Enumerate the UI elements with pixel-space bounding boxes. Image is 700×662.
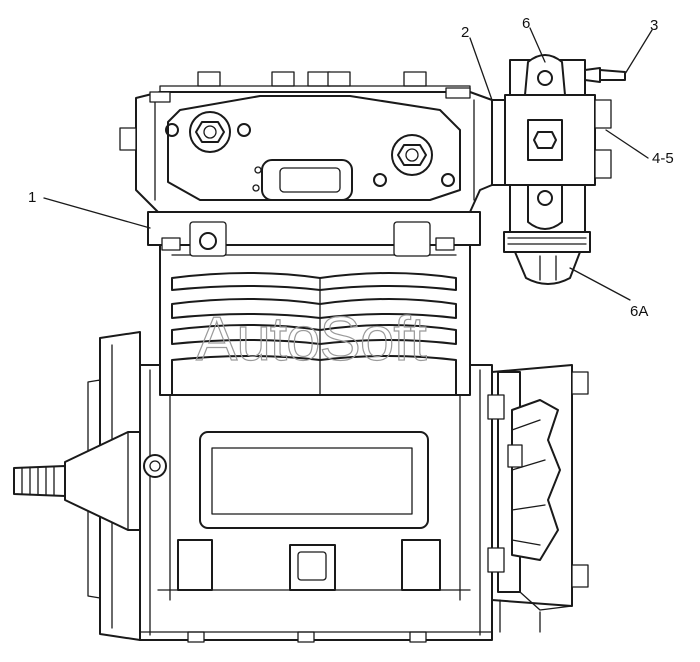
callout-2: 2 xyxy=(461,24,469,41)
callout-6: 6 xyxy=(522,15,530,32)
discharge-port xyxy=(261,159,353,201)
leader-6 xyxy=(529,27,546,63)
watermark: AutoSoft xyxy=(196,305,427,374)
drive-shaft xyxy=(13,431,141,531)
callout-1: 1 xyxy=(28,189,36,206)
callout-3: 3 xyxy=(650,17,658,34)
fitting-3 xyxy=(599,69,626,81)
leader-lines xyxy=(43,27,653,301)
filter-6a xyxy=(514,251,581,285)
side-bolt xyxy=(143,454,167,478)
crankcase xyxy=(139,364,493,643)
leader-4-5 xyxy=(605,129,649,159)
callout-4-5: 4-5 xyxy=(652,150,674,167)
leader-3 xyxy=(624,29,653,75)
callout-6a: 6A xyxy=(630,303,648,320)
inspection-cover xyxy=(199,431,429,529)
cylinder-head-gasket-plate xyxy=(147,211,481,257)
cylinder-head xyxy=(119,71,493,213)
leader-1 xyxy=(43,197,151,229)
leader-6a xyxy=(569,267,631,301)
head-bolt-right xyxy=(391,134,433,176)
unloader-assembly xyxy=(491,54,626,285)
end-cover xyxy=(487,364,589,633)
leader-2 xyxy=(469,37,493,101)
head-bolt-left xyxy=(189,111,231,153)
cylinder-block xyxy=(159,244,471,396)
